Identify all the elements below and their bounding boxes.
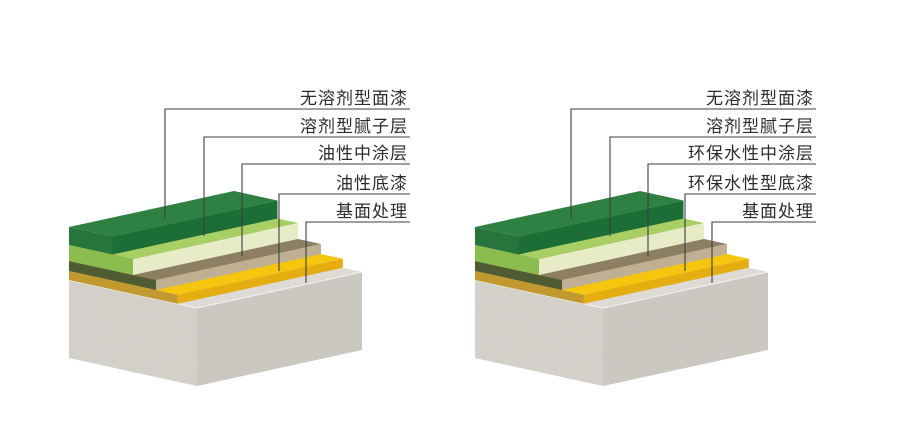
label-topcoat: 无溶剂型面漆	[300, 89, 408, 108]
diagram-waterborne-system: 无溶剂型面漆 溶剂型腻子层 环保水性中涂层 环保水性型底漆 基面处理	[474, 89, 816, 386]
leader-substrate	[711, 221, 816, 283]
leader-primer	[684, 193, 816, 271]
substrate-speckle-front	[197, 272, 362, 386]
substrate-speckle-front	[603, 272, 768, 386]
stack-group	[68, 191, 363, 386]
stack-group	[474, 191, 769, 386]
topcoat-front-face	[112, 200, 278, 255]
label-putty: 溶剂型腻子层	[300, 117, 408, 136]
label-substrate: 基面处理	[742, 202, 814, 221]
putty-side-face	[69, 245, 133, 275]
leader-putty	[203, 136, 410, 236]
leader-substrate	[305, 221, 410, 283]
topcoat-side-face	[69, 227, 113, 255]
label-primer: 油性底漆	[336, 174, 408, 193]
leader-primer	[278, 193, 410, 271]
substrate-top-edge-highlight	[474, 271, 769, 309]
topcoat-front-face	[518, 200, 684, 255]
primer-side-face	[69, 271, 178, 304]
topcoat-side-face	[475, 227, 519, 255]
topcoat-top-face	[69, 191, 278, 237]
midcoat-side-face	[69, 261, 156, 290]
leader-midcoat	[647, 163, 816, 256]
label-primer: 环保水性型底漆	[688, 174, 814, 193]
leader-midcoat	[241, 163, 410, 256]
primer-front-face	[177, 258, 343, 304]
substrate-speckle-left	[475, 280, 603, 386]
topcoat-top-face	[475, 191, 684, 237]
label-substrate: 基面处理	[336, 202, 408, 221]
midcoat-side-face	[475, 261, 562, 290]
putty-side-face	[475, 245, 539, 275]
label-midcoat: 环保水性中涂层	[688, 144, 814, 163]
callouts: 无溶剂型面漆 溶剂型腻子层 油性中涂层 油性底漆 基面处理	[164, 89, 410, 283]
label-putty: 溶剂型腻子层	[706, 117, 814, 136]
callouts: 无溶剂型面漆 溶剂型腻子层 环保水性中涂层 环保水性型底漆 基面处理	[570, 89, 816, 283]
leader-putty	[609, 136, 816, 236]
primer-front-face	[583, 258, 749, 304]
leader-topcoat	[164, 108, 410, 218]
label-topcoat: 无溶剂型面漆	[706, 89, 814, 108]
substrate-speckle-left	[69, 280, 197, 386]
midcoat-front-face	[156, 244, 321, 290]
diagram-solvent-system: 无溶剂型面漆 溶剂型腻子层 油性中涂层 油性底漆 基面处理	[68, 89, 410, 386]
leader-topcoat	[570, 108, 816, 218]
substrate-top-edge-highlight	[68, 271, 363, 309]
putty-front-face	[539, 223, 704, 275]
putty-front-face	[133, 223, 298, 275]
midcoat-front-face	[562, 244, 727, 290]
label-midcoat: 油性中涂层	[318, 144, 408, 163]
primer-side-face	[475, 271, 584, 304]
